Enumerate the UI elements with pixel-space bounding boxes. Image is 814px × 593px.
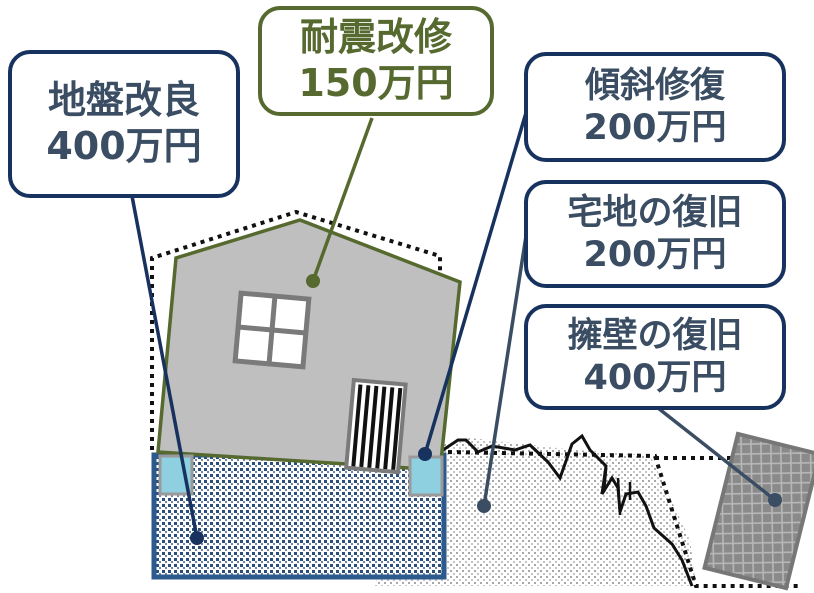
wall-leader-dot — [768, 493, 782, 507]
door-icon — [344, 377, 408, 475]
wall-leader-line — [656, 406, 777, 502]
ground-leader-dot — [190, 531, 204, 545]
retaining-wall-name: 擁壁の復旧 — [567, 316, 743, 356]
seismic-leader-dot — [306, 274, 320, 288]
land-restoration-label: 宅地の復旧 200万円 — [524, 180, 786, 288]
ground-improvement-block — [151, 452, 447, 580]
tilt-repair-label: 傾斜修復 200万円 — [524, 52, 786, 162]
seismic-retrofit-cost: 150万円 — [298, 61, 454, 105]
retaining-wall — [702, 431, 814, 591]
tilt-leader-line — [423, 105, 530, 455]
seismic-retrofit-name: 耐震改修 — [299, 15, 452, 60]
retaining-wall-label: 擁壁の復旧 400万円 — [524, 304, 786, 410]
house-body — [156, 218, 462, 472]
tilt-repair-cost: 200万円 — [583, 108, 727, 148]
foundation-right — [408, 455, 444, 497]
ground-improvement-label: 地盤改良 400万円 — [8, 50, 240, 198]
crack-lines — [602, 469, 632, 516]
land-restoration-name: 宅地の復旧 — [567, 193, 743, 233]
land-leader-dot — [477, 499, 491, 513]
window-icon — [232, 290, 312, 370]
land-area — [375, 438, 696, 586]
tilt-leader-dot — [418, 447, 432, 461]
collapsed-ground-line — [439, 433, 694, 587]
land-restoration-cost: 200万円 — [583, 235, 727, 275]
seismic-retrofit-label: 耐震改修 150万円 — [258, 6, 494, 116]
ground-leader-line — [130, 195, 199, 539]
tilt-repair-name: 傾斜修復 — [584, 66, 725, 106]
retaining-wall-cost: 400万円 — [583, 358, 727, 398]
ground-improvement-cost: 400万円 — [46, 124, 202, 168]
land-leader-line — [482, 235, 528, 507]
ground-improvement-name: 地盤改良 — [47, 78, 200, 123]
seismic-leader-line — [311, 117, 374, 282]
